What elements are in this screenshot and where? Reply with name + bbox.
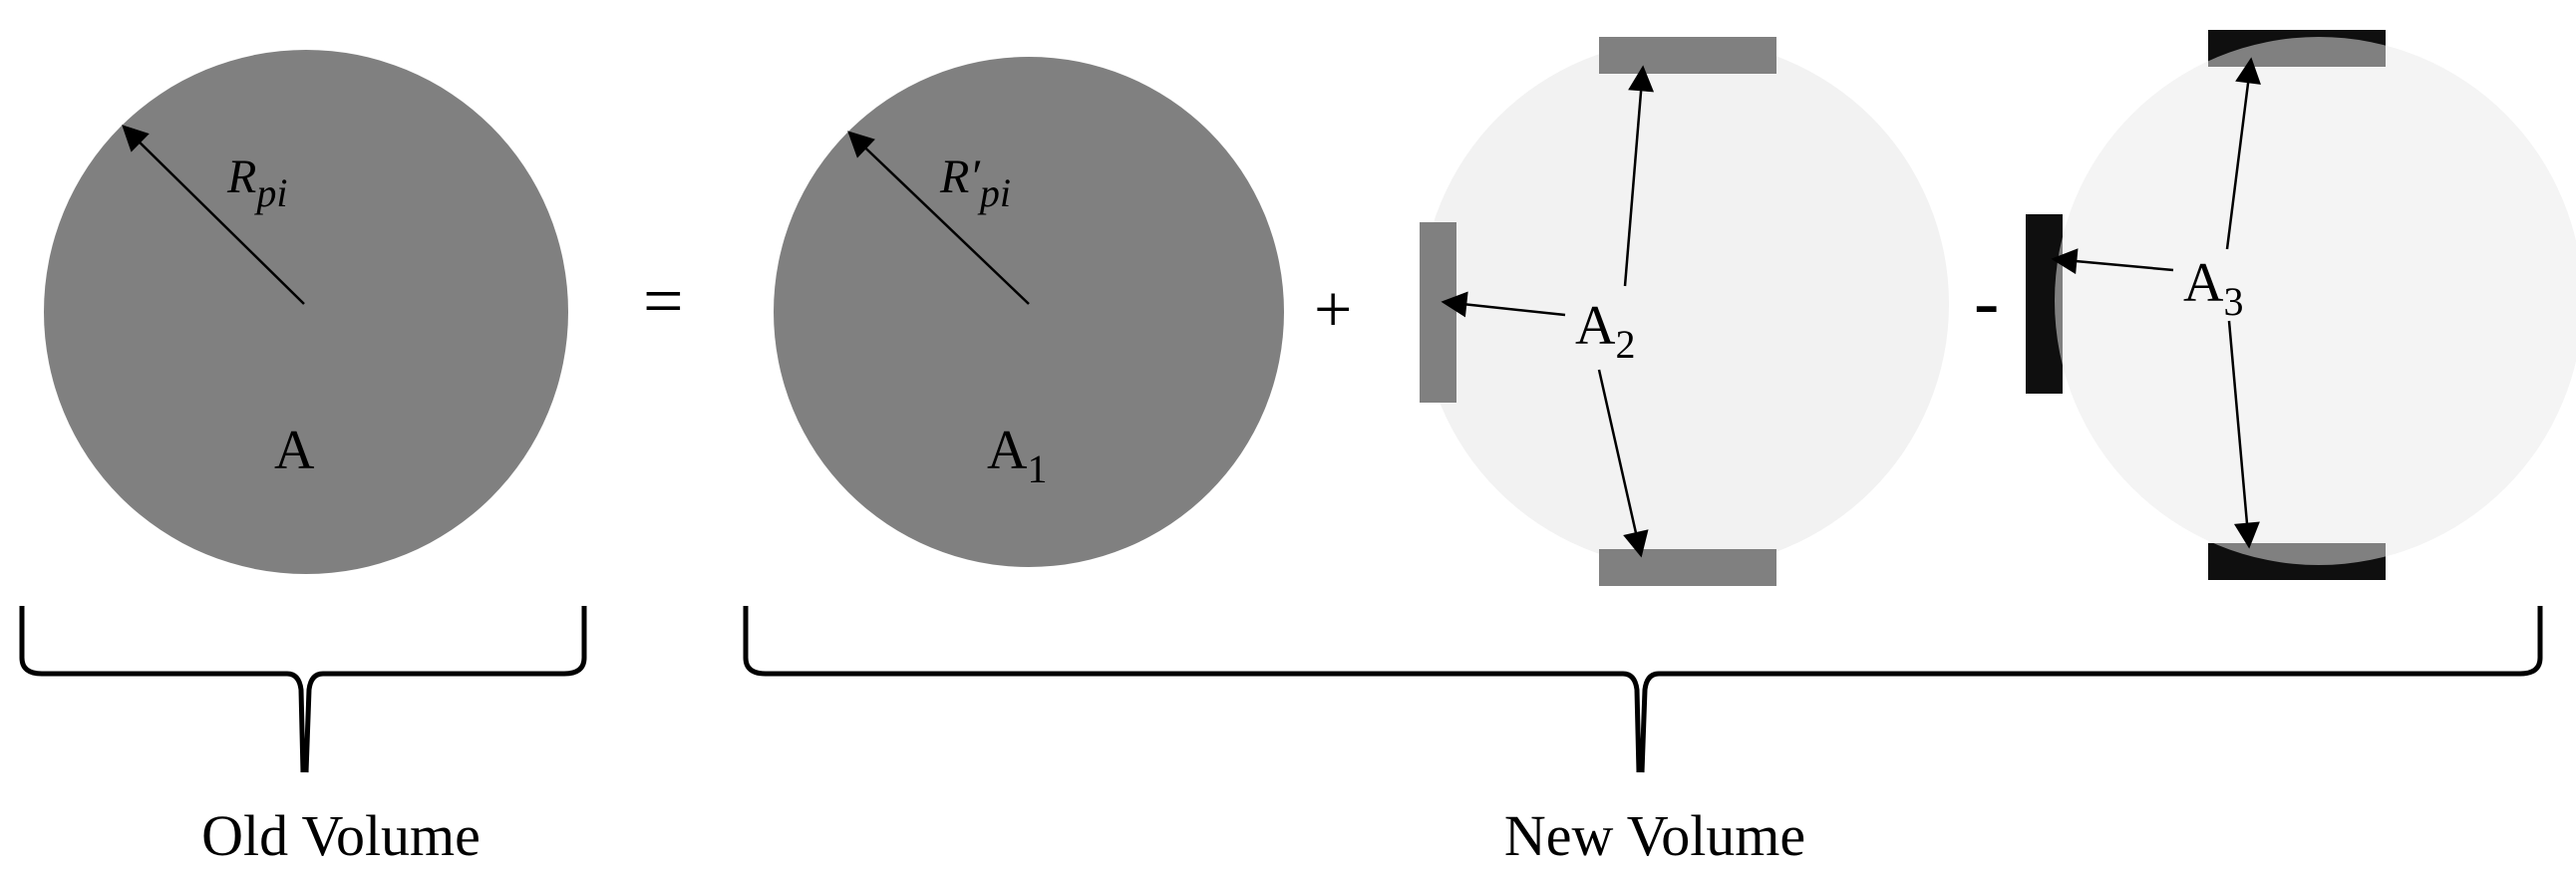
a2-left-bar	[1420, 222, 1456, 403]
new-circle-figure: R′pi A1	[774, 57, 1284, 567]
minus-sign: -	[1974, 260, 1999, 344]
a3-arrow-left	[2051, 248, 2174, 275]
circle-a1	[774, 57, 1284, 567]
a3-figure: A3	[2026, 30, 2576, 580]
radius-label-new-sub: pi	[977, 170, 1011, 215]
a2-arrow-bottom	[1597, 369, 1649, 558]
radius-label-new: R′pi	[939, 150, 1011, 215]
a2-arrow-top	[1623, 65, 1655, 287]
a3-arrow-top	[2225, 57, 2261, 250]
area-label-a3-sub: 3	[2223, 279, 2243, 324]
circle-a	[44, 50, 568, 574]
equals-sign: =	[643, 261, 684, 341]
radius-arrow-old	[122, 125, 305, 305]
a2-arrow-left	[1441, 291, 1566, 318]
circle-a3-ghost	[2055, 37, 2576, 565]
area-label-a2-sub: 2	[1615, 322, 1635, 367]
area-label-a3: A3	[2183, 252, 2243, 324]
a2-bottom-bar	[1599, 549, 1776, 586]
a2-figure: A2	[1420, 37, 1949, 586]
old-volume-figure: Rpi A	[44, 50, 568, 574]
radius-arrow-new	[847, 131, 1030, 305]
area-label-a: A	[274, 420, 315, 481]
new-volume-label: New Volume	[1504, 803, 1805, 868]
a3-left-overlap	[2055, 214, 2063, 394]
area-label-a2: A2	[1575, 295, 1635, 367]
circle-a2-ghost	[1421, 40, 1949, 568]
new-volume-brace	[743, 606, 2543, 773]
area-label-a1-sub: 1	[1027, 446, 1047, 491]
old-volume-label: Old Volume	[201, 803, 481, 868]
radius-label-old: Rpi	[226, 150, 287, 215]
a2-top-bar	[1599, 37, 1776, 74]
radius-label-old-sub: pi	[253, 170, 287, 215]
plus-sign: +	[1314, 271, 1352, 347]
area-label-a1: A1	[987, 420, 1047, 491]
a3-arrow-bottom	[2227, 320, 2260, 549]
old-volume-brace	[19, 606, 587, 773]
